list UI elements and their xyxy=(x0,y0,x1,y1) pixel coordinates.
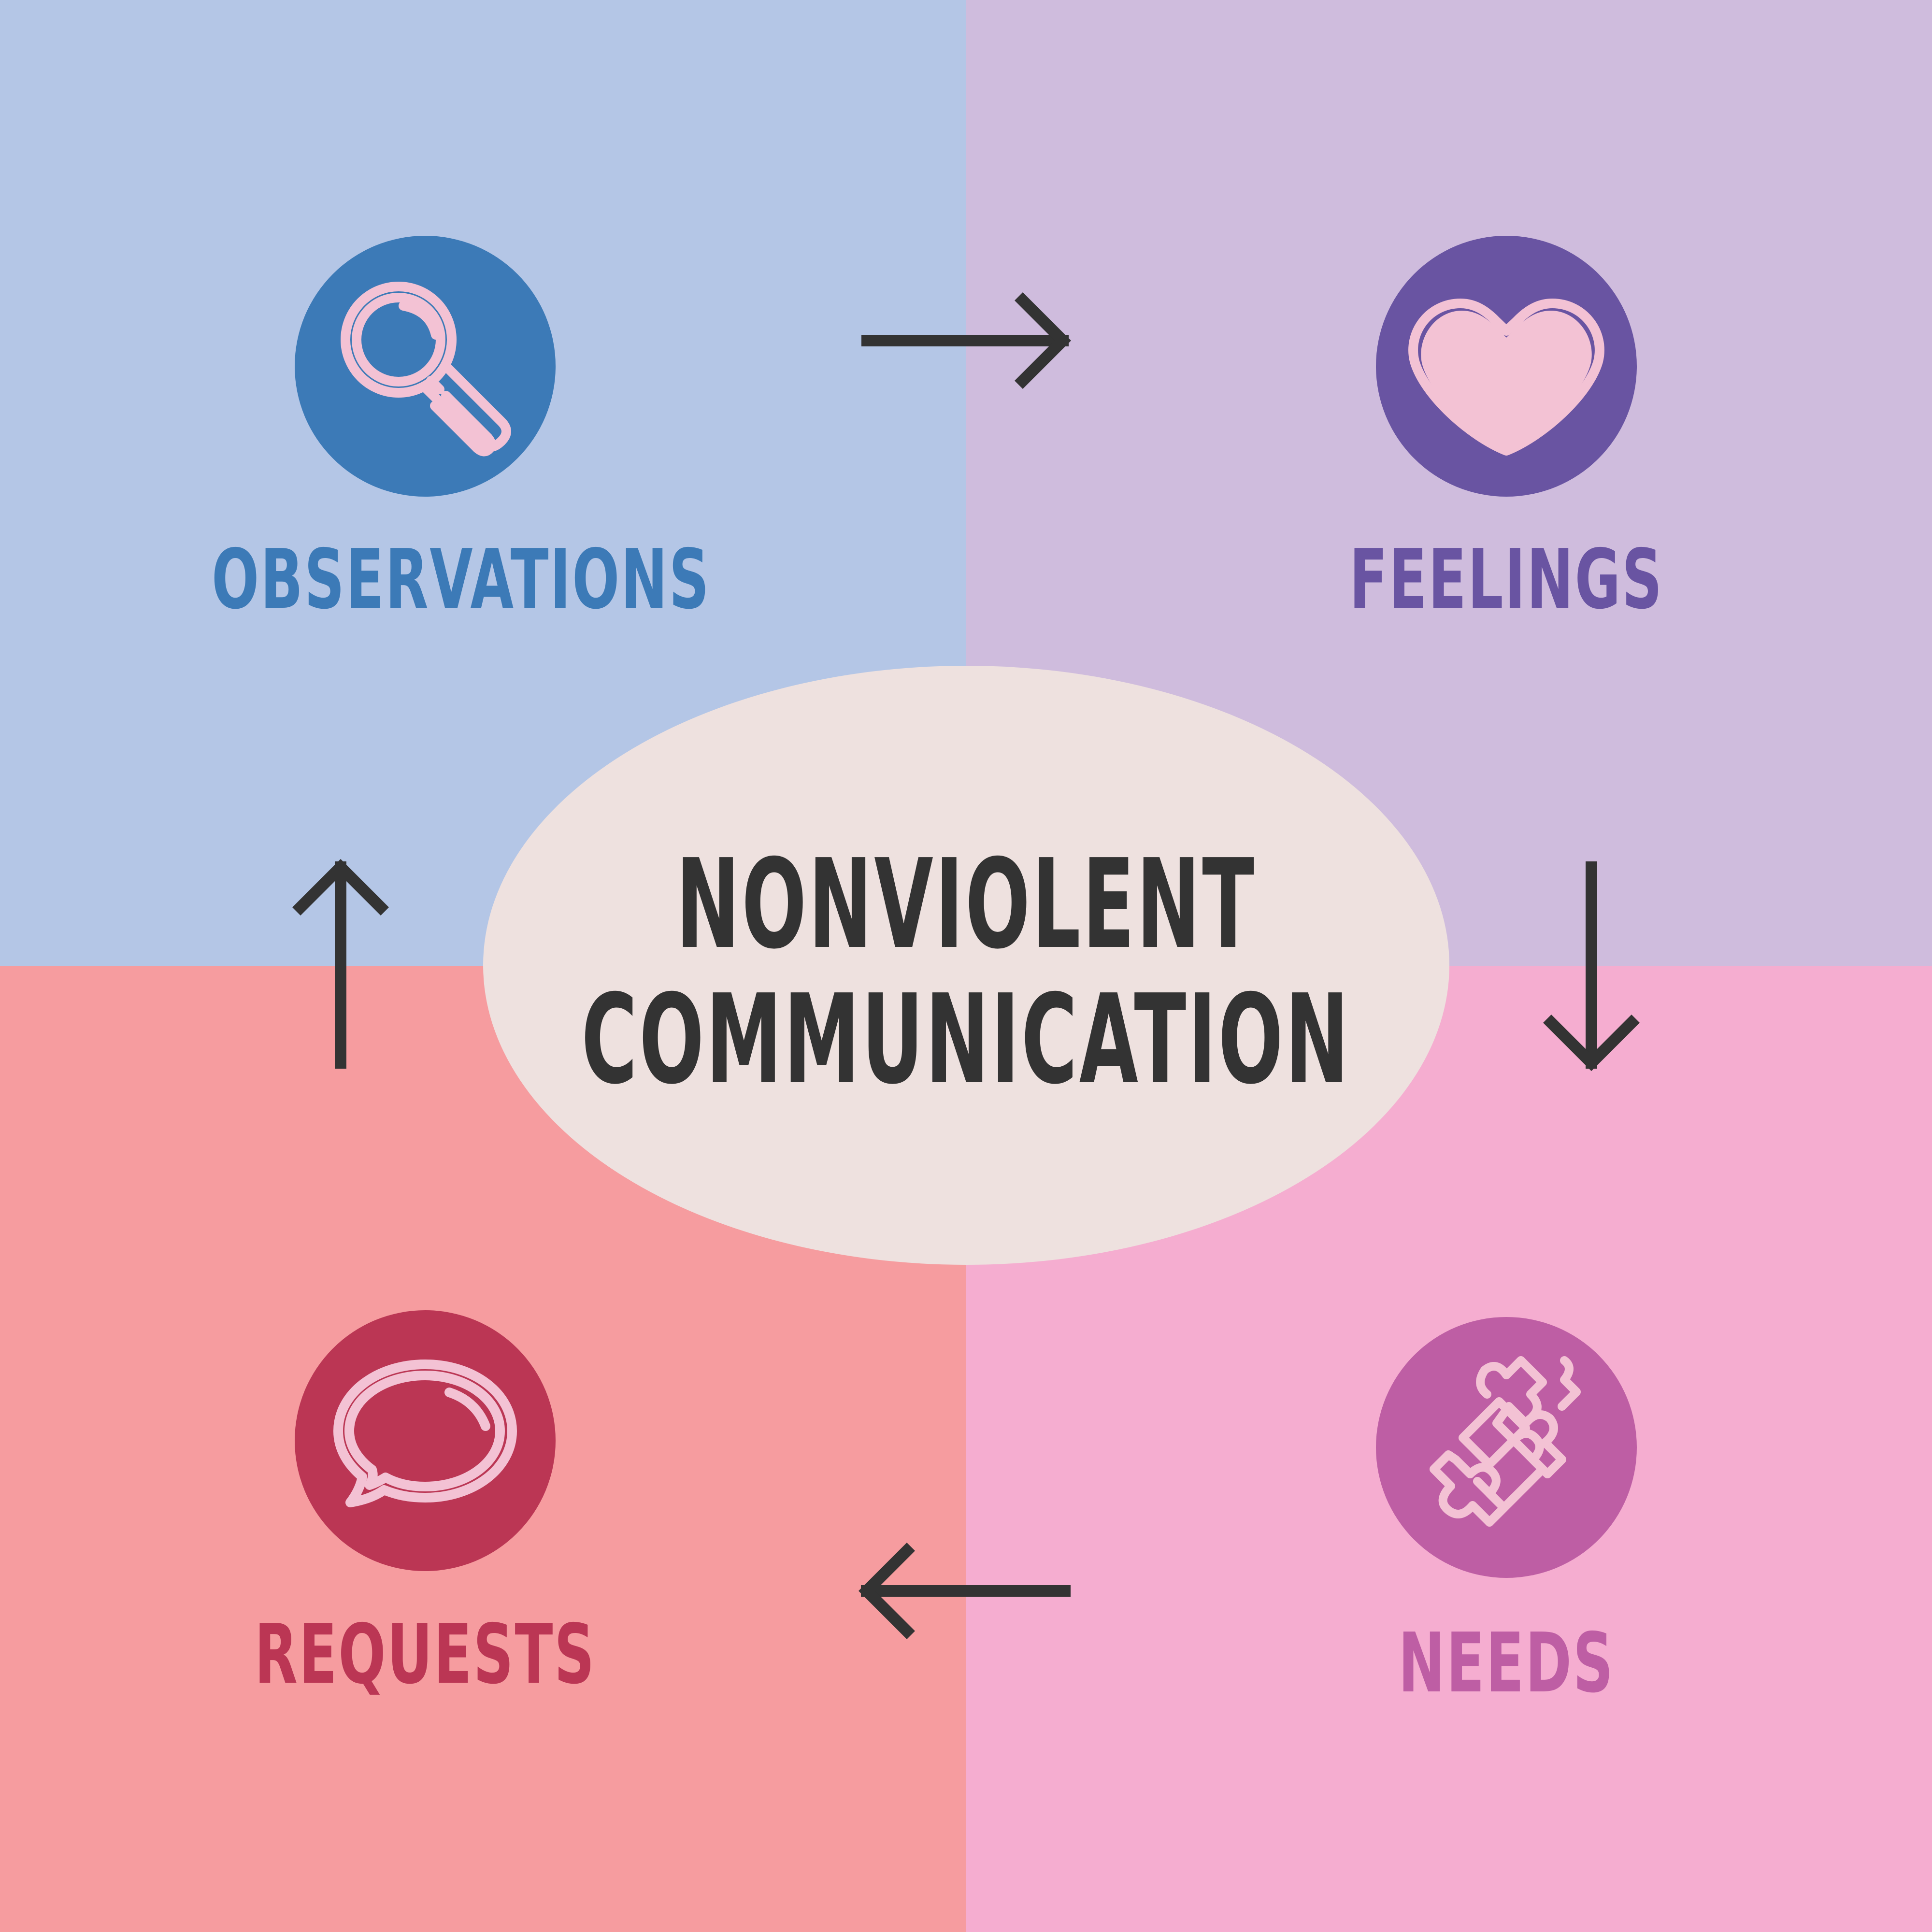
needs-label: NEEDS xyxy=(1398,1616,1615,1711)
magnifying-glass-icon xyxy=(341,282,511,457)
feelings-label: FEELINGS xyxy=(1349,532,1664,628)
observations-label: OBSERVATIONS xyxy=(212,532,711,628)
center-title-line1: NONVIOLENT xyxy=(676,833,1256,976)
feelings-icon-circle xyxy=(1376,236,1637,497)
requests-label: REQUESTS xyxy=(254,1607,596,1703)
needs-icon-circle xyxy=(1376,1317,1637,1578)
center-ellipse xyxy=(483,666,1449,1265)
speech-bubble-icon xyxy=(333,1360,517,1507)
center-title-line2: COMMUNICATION xyxy=(581,968,1351,1112)
heart-icon xyxy=(1408,299,1604,456)
observations-icon-circle xyxy=(295,236,556,497)
puzzle-pieces-icon xyxy=(1430,1356,1581,1527)
requests-icon-circle xyxy=(295,1310,556,1571)
